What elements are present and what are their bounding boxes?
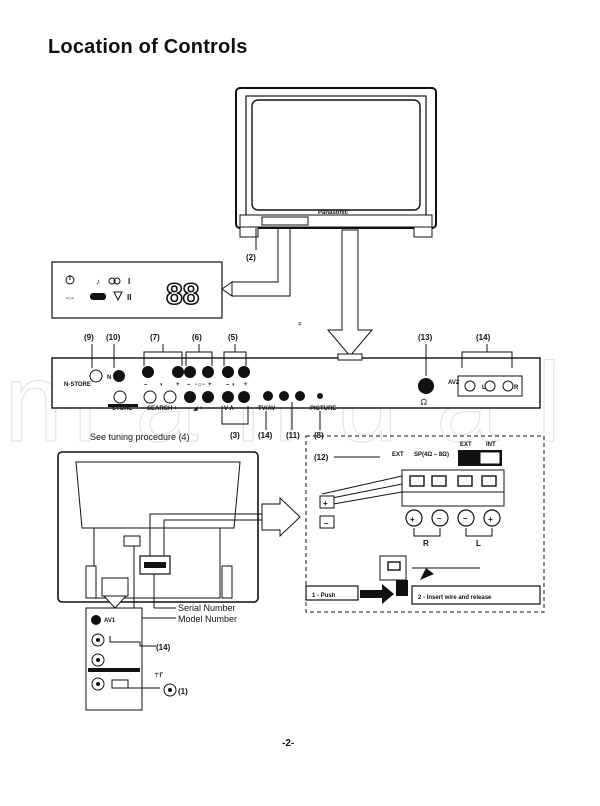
callout-14: (14) xyxy=(476,333,491,342)
segment-display: 88 xyxy=(166,278,199,311)
svg-text:🎧: 🎧 xyxy=(420,398,427,406)
svg-text:+: + xyxy=(323,499,328,508)
svg-text:+: + xyxy=(244,382,248,388)
music-icon: ♪ xyxy=(96,277,100,286)
callout-11: (11) xyxy=(286,431,300,440)
speaker-terminals: + – – + R L xyxy=(401,469,505,548)
step-push: 1 - Push xyxy=(312,593,336,599)
picture-label: PICTURE xyxy=(310,406,336,412)
speaker-detail-box xyxy=(305,435,545,613)
svg-text:+: + xyxy=(208,382,212,388)
svg-text:–: – xyxy=(463,514,468,523)
step-insert: 2 - Insert wire and release xyxy=(418,595,492,601)
callout-2: (2) xyxy=(246,253,256,262)
n-label: N xyxy=(107,375,111,381)
svg-text:-☼-: -☼- xyxy=(195,382,205,388)
svg-text:-○-: -○- xyxy=(66,296,74,302)
mode-ii-indicator: II xyxy=(127,293,131,302)
tv-av-label: TV/AV xyxy=(258,406,275,412)
page-number: -2- xyxy=(282,738,295,749)
callout-6: (6) xyxy=(192,333,202,342)
page-title: Location of Controls xyxy=(48,36,248,58)
svg-text:–: – xyxy=(187,382,191,388)
av2-label: AV2 xyxy=(448,380,460,386)
svg-text:R: R xyxy=(514,385,519,391)
rear-av-panel: AV1 xyxy=(85,607,143,711)
svg-text:+: + xyxy=(176,382,180,388)
n-store-label: N-STORE xyxy=(64,382,91,388)
callout-3: (3) xyxy=(230,431,240,440)
svg-text:– ◢ +: – ◢ + xyxy=(188,406,203,412)
rear-av-label: AV1 xyxy=(104,618,116,624)
callout-12: (12) xyxy=(314,453,329,462)
l-terminal-label: L xyxy=(476,539,481,548)
callout-14-rear: (14) xyxy=(156,643,171,652)
r-terminal-label: R xyxy=(423,539,429,548)
svg-text:=: = xyxy=(298,322,302,328)
tv-rear-illustration xyxy=(57,451,259,603)
mode-i-indicator: I xyxy=(128,277,130,286)
tv-front-illustration: Panasonic xyxy=(235,87,437,238)
serial-number-label: Serial Number xyxy=(178,603,236,613)
svg-text:L: L xyxy=(482,385,486,391)
svg-text:–: – xyxy=(144,382,148,388)
ext-label: EXT xyxy=(392,452,404,458)
tuning-note: See tuning procedure (4) xyxy=(90,432,190,442)
sp-label: SP(4Ω – 8Ω) xyxy=(414,452,449,458)
callout-7: (7) xyxy=(150,333,160,342)
svg-text:+: + xyxy=(410,515,415,524)
callout-9: (9) xyxy=(84,333,94,342)
svg-text:⊤Γ: ⊤Γ xyxy=(154,672,163,679)
store-label: STORE xyxy=(112,406,133,412)
brand-logo: Panasonic xyxy=(318,210,349,216)
svg-text:EXT: EXT xyxy=(460,442,472,448)
svg-text:◑: ◑ xyxy=(159,382,163,388)
svg-text:–: – xyxy=(226,382,230,388)
callout-13: (13) xyxy=(418,333,433,342)
search-label: – SEARCH + xyxy=(142,406,178,412)
callout-14-front: (14) xyxy=(258,431,273,440)
svg-text:INT: INT xyxy=(486,442,496,448)
callout-10: (10) xyxy=(106,333,121,342)
svg-text:◐: ◐ xyxy=(232,382,236,388)
callout-8: (8) xyxy=(314,431,324,440)
front-control-panel: (9) (10) (7) (6) (5) (13) (14) N-STORE N xyxy=(51,333,541,412)
svg-text:V Λ: V Λ xyxy=(224,406,234,412)
callout-5: (5) xyxy=(228,333,238,342)
display-panel: -○- ♪ I II 88 xyxy=(51,261,223,319)
svg-text:–: – xyxy=(324,519,329,528)
svg-text:+: + xyxy=(488,515,493,524)
svg-text:–: – xyxy=(437,514,442,523)
callout-1: (1) xyxy=(178,687,188,696)
model-number-label: Model Number xyxy=(178,614,237,624)
